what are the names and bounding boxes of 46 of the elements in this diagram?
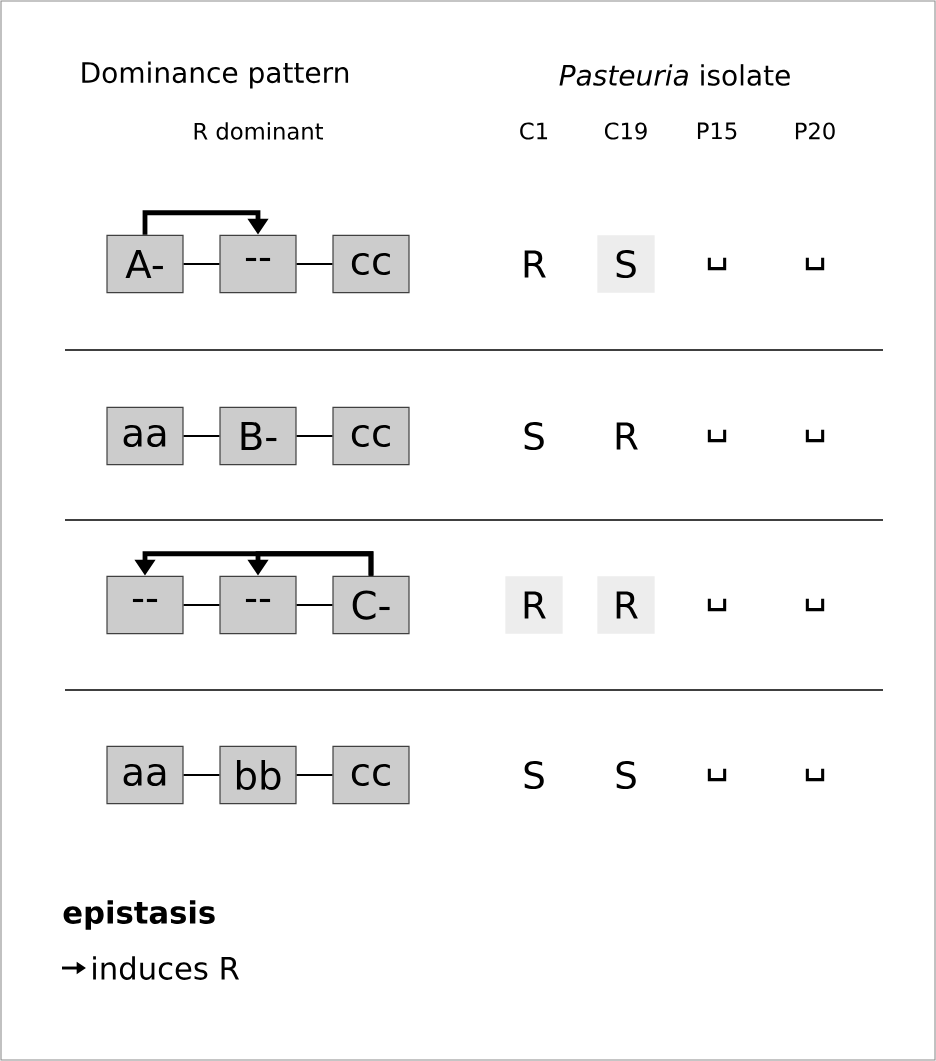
highlighted-cell: S [597,235,655,293]
gene-box: aa [106,745,184,805]
table-cell: ␣ [805,598,825,612]
gene-box: -- [219,575,297,635]
gene-box: cc [332,406,410,466]
table-cell: ␣ [805,768,825,782]
column-label: C1 [520,122,548,140]
connector-line [295,263,334,265]
table-cell: S [524,760,544,790]
table-cell: ␣ [805,257,825,271]
column-heading: Dominance pattern [82,61,349,89]
highlighted-cell: R [505,576,563,634]
column-label: P20 [795,122,835,140]
table-cell: R [524,250,546,278]
gene-box: cc [332,234,410,294]
table-cell: ␣ [707,429,727,443]
connector-line [182,263,221,265]
legend-title: epistasis [63,900,215,930]
gene-box: aa [106,406,184,466]
table-cell: R [616,422,638,450]
column-label: P15 [697,122,737,140]
connector-line [295,435,334,437]
gene-box: bb [219,745,297,805]
connector-line [182,774,221,776]
column-heading: Pasteuria isolate [559,64,790,86]
table-cell: ␣ [707,598,727,612]
gene-box: A- [106,234,184,294]
column-label: R dominant [194,122,323,140]
connector-line [182,604,221,606]
connector-line [295,604,334,606]
table-cell: ␣ [805,429,825,443]
legend-text: induces R [93,956,239,980]
gene-box: cc [332,745,410,805]
connector-line [182,435,221,437]
connector-line [295,774,334,776]
gene-box: -- [106,575,184,635]
epistasis-arrow [142,210,269,235]
table-cell: ␣ [707,768,727,782]
gene-box: -- [219,234,297,294]
highlighted-cell: R [597,576,655,634]
table-cell: S [616,760,636,790]
table-cell: ␣ [707,257,727,271]
column-label: C19 [604,122,647,140]
gene-box: B- [219,406,297,466]
gene-box: C- [332,575,410,635]
table-cell: S [524,421,544,451]
